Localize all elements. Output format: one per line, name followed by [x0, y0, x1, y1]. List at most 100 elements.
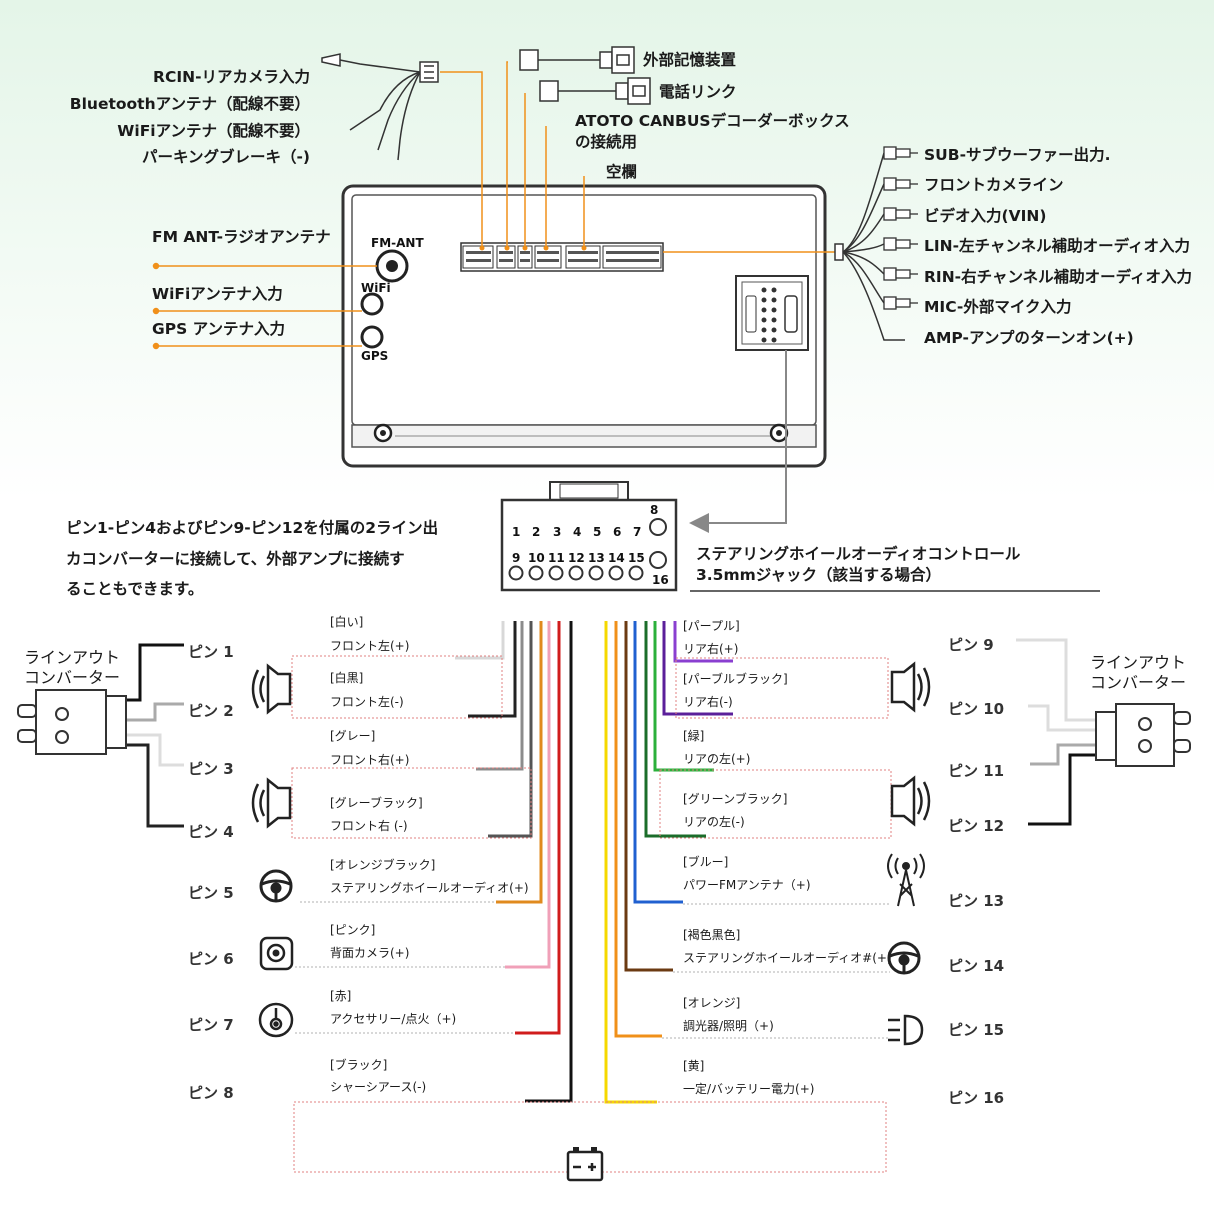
svg-text:ピン 4: ピン 4 — [188, 823, 234, 841]
headlight-icon — [888, 1014, 924, 1046]
svg-text:[白い]: [白い] — [330, 614, 363, 629]
svg-text:LIN-左チャンネル補助オーディオ入力: LIN-左チャンネル補助オーディオ入力 — [924, 236, 1190, 255]
svg-text:ラインアウト: ラインアウト — [1090, 653, 1186, 672]
rca-plugs — [883, 146, 918, 310]
svg-text:リアの左(-): リアの左(-) — [683, 814, 745, 829]
svg-text:ピン 12: ピン 12 — [948, 817, 1004, 835]
svg-text:4: 4 — [573, 525, 581, 539]
svg-text:7: 7 — [633, 525, 641, 539]
svg-text:[グレーブラック]: [グレーブラック] — [330, 795, 423, 810]
svg-text:11: 11 — [548, 551, 565, 565]
steering-text-2: 3.5mmジャック（該当する場合） — [696, 565, 941, 584]
svg-text:6: 6 — [613, 525, 621, 539]
svg-text:[ピンク]: [ピンク] — [330, 923, 375, 937]
speaker-left-rear-icon — [251, 777, 292, 829]
svg-text:ピン 5: ピン 5 — [188, 884, 234, 902]
svg-text:[白黒]: [白黒] — [330, 670, 363, 685]
svg-text:フロント左(+): フロント左(+) — [330, 638, 409, 653]
main-connector-row — [460, 242, 664, 272]
svg-text:ピン 15: ピン 15 — [948, 1021, 1004, 1039]
svg-text:リアの左(+): リアの左(+) — [683, 751, 750, 766]
svg-text:[褐色黒色]: [褐色黒色] — [683, 927, 740, 942]
svg-text:[グリーンブラック]: [グリーンブラック] — [683, 791, 787, 806]
phone-link-connector — [539, 77, 651, 105]
svg-text:1: 1 — [512, 525, 520, 539]
svg-text:3: 3 — [553, 525, 561, 539]
svg-text:WiFiアンテナ入力: WiFiアンテナ入力 — [152, 284, 283, 303]
svg-text:[オレンジブラック]: [オレンジブラック] — [330, 857, 435, 872]
pin-labels-left: ピン 1 ピン 2 ピン 3 ピン 4 ピン 5 ピン 6 ピン 7 ピン 8 — [188, 643, 234, 1102]
rear-camera-icon — [259, 936, 294, 971]
svg-text:RIN-右チャンネル補助オーディオ入力: RIN-右チャンネル補助オーディオ入力 — [924, 267, 1192, 286]
svg-text:ピン 7: ピン 7 — [188, 1016, 234, 1034]
iso-connector — [735, 275, 809, 351]
steering-wheel-left-icon — [259, 869, 293, 903]
svg-text:9: 9 — [512, 551, 520, 565]
right-wire-labels: [パープル] リア右(+) [パーブルブラック] リア右(-) [緑] リアの左… — [683, 619, 892, 1096]
svg-text:電話リンク: 電話リンク — [659, 82, 737, 101]
leader-lines — [152, 61, 835, 350]
svg-text:10: 10 — [528, 551, 545, 565]
svg-text:[ブラック]: [ブラック] — [330, 1057, 387, 1072]
svg-text:パーキングブレーキ（-): パーキングブレーキ（-) — [142, 147, 310, 166]
svg-text:フロント左(-): フロント左(-) — [330, 694, 404, 709]
speaker-left-front-icon — [251, 663, 292, 715]
wifi-antenna-port[interactable] — [360, 292, 384, 316]
svg-text:コンバーター: コンバーター — [1090, 673, 1186, 692]
right-wire-bundle — [604, 621, 733, 1104]
top-labels: RCIN-リアカメラ入力 Bluetoothアンテナ（配線不要） WiFiアンテ… — [70, 50, 1192, 347]
svg-text:[パープル]: [パープル] — [683, 619, 740, 633]
antenna-icon — [887, 853, 925, 907]
svg-text:MIC-外部マイク入力: MIC-外部マイク入力 — [924, 297, 1072, 316]
screw-left-icon — [373, 423, 393, 443]
iso-to-steering-arrow — [689, 350, 787, 533]
left-wire-labels: [白い] フロント左(+) [白黒] フロント左(-) [グレー] フロント右(… — [330, 614, 529, 1094]
steering-wheel-right-icon — [887, 941, 921, 975]
svg-text:12: 12 — [568, 551, 585, 565]
svg-text:13: 13 — [588, 551, 605, 565]
svg-text:ピン 6: ピン 6 — [188, 950, 234, 968]
svg-text:ピン 1: ピン 1 — [188, 643, 234, 661]
svg-text:外部記憶装置: 外部記憶装置 — [643, 50, 736, 69]
steering-connector: 1 2 3 4 5 6 7 8 9 10 11 12 13 14 15 16 — [500, 481, 678, 592]
svg-text:ビデオ入力(VIN): ビデオ入力(VIN) — [924, 206, 1046, 225]
head-unit: FM-ANT WiFi GPS — [341, 184, 827, 468]
svg-text:一定/バッテリー電力(+): 一定/バッテリー電力(+) — [683, 1081, 814, 1096]
svg-text:WiFiアンテナ（配線不要）: WiFiアンテナ（配線不要） — [117, 121, 310, 140]
svg-text:5: 5 — [593, 525, 601, 539]
svg-text:ピン 16: ピン 16 — [948, 1089, 1004, 1107]
svg-text:FM ANT-ラジオアンテナ: FM ANT-ラジオアンテナ — [152, 228, 331, 246]
svg-text:16: 16 — [652, 573, 669, 587]
svg-text:ピン 14: ピン 14 — [948, 957, 1004, 975]
svg-text:Bluetoothアンテナ（配線不要）: Bluetoothアンテナ（配線不要） — [70, 94, 310, 113]
svg-text:SUB-サブウーファー出力.: SUB-サブウーファー出力. — [924, 145, 1110, 164]
svg-text:コンバーター: コンバーター — [24, 668, 120, 687]
svg-text:リア右(-): リア右(-) — [683, 694, 733, 709]
svg-text:ピン 8: ピン 8 — [188, 1084, 234, 1102]
right-line-out-converter: ラインアウト コンバーター — [1016, 638, 1191, 826]
svg-text:2: 2 — [532, 525, 540, 539]
svg-text:アクセサリー/点火（+): アクセサリー/点火（+) — [330, 1012, 456, 1026]
camera-harness — [321, 53, 439, 161]
svg-text:[パーブルブラック]: [パーブルブラック] — [683, 671, 788, 686]
svg-text:[黄]: [黄] — [683, 1059, 704, 1073]
svg-text:フロントカメライン: フロントカメライン — [924, 176, 1064, 194]
svg-text:ステアリングホイールオーディオ#(+): ステアリングホイールオーディオ#(+) — [683, 950, 892, 965]
svg-text:[グレー]: [グレー] — [330, 729, 375, 743]
pin-labels-right: ピン 9 ピン 10 ピン 11 ピン 12 ピン 13 ピン 14 ピン 15… — [948, 636, 1004, 1107]
gps-port-label: GPS — [361, 349, 388, 363]
svg-text:ピン 2: ピン 2 — [188, 702, 234, 720]
fm-port-label: FM-ANT — [371, 236, 424, 250]
screw-right-icon — [769, 423, 789, 443]
svg-text:ピン 3: ピン 3 — [188, 760, 234, 778]
note-line-1: ピン1-ピン4およびピン9-ピン12を付属の2ライン出 — [66, 518, 438, 537]
left-wire-bundle — [455, 621, 573, 1103]
rca-bundle — [834, 152, 905, 341]
note-line-3: ることもできます。 — [66, 580, 203, 598]
speaker-right-front-icon — [890, 775, 931, 827]
svg-text:ラインアウト: ラインアウト — [24, 648, 120, 667]
gps-antenna-port[interactable] — [360, 325, 384, 349]
svg-text:ATOTO CANBUSデコーダーボックス: ATOTO CANBUSデコーダーボックス — [575, 111, 850, 130]
svg-text:ピン 9: ピン 9 — [948, 636, 994, 654]
